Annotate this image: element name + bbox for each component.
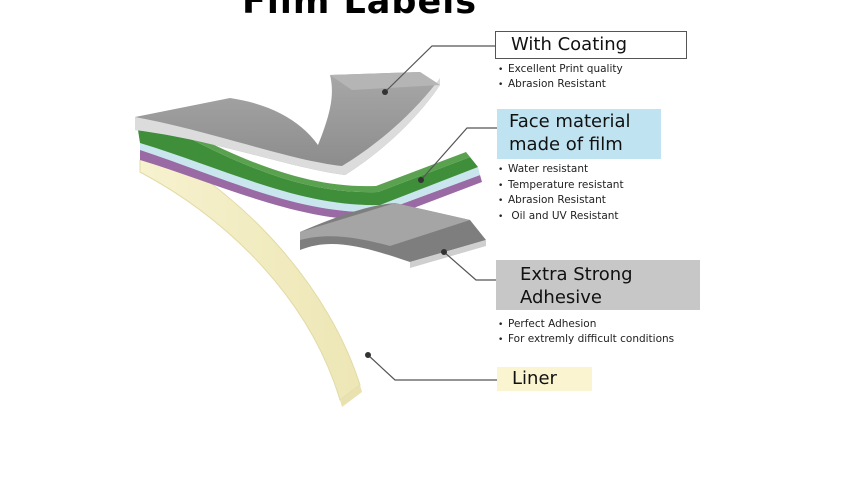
liner-label: Liner [497,367,592,391]
adhesive-label-line1: Extra Strong [520,263,700,286]
coating-bullet: Excellent Print quality [498,62,623,77]
adhesive-label: Extra Strong Adhesive [496,260,700,310]
face-bullet: Water resistant [498,162,624,178]
face-bullet: Temperature resistant [498,178,624,194]
face-material-label: Face material made of film [497,109,661,159]
adhesive-label-line2: Adhesive [520,286,700,309]
face-label-line1: Face material [509,110,661,133]
liner-label-text: Liner [512,368,557,389]
liner-leader [368,355,497,380]
face-label-line2: made of film [509,133,661,156]
face-bullet: Oil and UV Resistant [498,209,624,225]
face-bullet: Abrasion Resistant [498,193,624,209]
face-bullet-list: Water resistant Temperature resistant Ab… [498,162,624,224]
adhesive-bullet: For extremly difficult conditions [498,332,674,347]
coating-label: With Coating [495,31,687,59]
coating-label-text: With Coating [511,34,627,55]
adhesive-bullet: Perfect Adhesion [498,317,674,332]
adhesive-leader [444,252,496,280]
coating-bullet-list: Excellent Print quality Abrasion Resista… [498,62,623,92]
adhesive-bullet-list: Perfect Adhesion For extremly difficult … [498,317,674,347]
coating-bullet: Abrasion Resistant [498,77,623,92]
